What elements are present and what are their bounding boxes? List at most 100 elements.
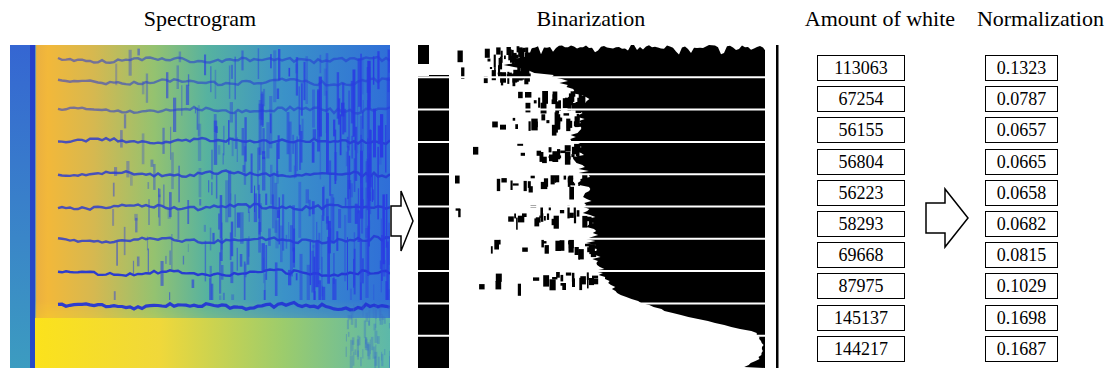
- spectral-streak: [381, 219, 382, 293]
- black-speckle: [565, 152, 571, 165]
- black-speckle: [513, 70, 519, 82]
- spectral-streak: [262, 243, 265, 271]
- spectral-streak: [259, 147, 261, 170]
- cell-text-measure: 0.1687: [997, 339, 1047, 359]
- spectral-streak: [171, 152, 174, 189]
- spectrogram-left-strip: [10, 45, 35, 368]
- spectral-streak: [312, 142, 315, 163]
- spectral-streak: [377, 51, 379, 89]
- spectral-streak: [298, 182, 301, 238]
- cell-text-measure: 0.1323: [997, 58, 1047, 78]
- spectral-streak: [348, 315, 350, 320]
- black-speckle: [538, 98, 540, 108]
- spectral-streak: [341, 103, 344, 117]
- spectral-streak: [129, 50, 132, 76]
- black-speckle: [473, 147, 478, 155]
- black-speckle: [551, 175, 555, 185]
- black-speckle: [561, 275, 564, 282]
- spectral-streak: [286, 235, 288, 249]
- black-speckle: [575, 247, 579, 255]
- spectral-streak: [346, 347, 347, 357]
- spectral-streak: [385, 281, 387, 300]
- black-speckle: [513, 183, 519, 185]
- spectral-streak: [228, 171, 231, 218]
- spectral-streak: [373, 307, 375, 318]
- spectral-streak: [264, 274, 265, 300]
- harmonic-line: [58, 303, 390, 310]
- black-speckle: [508, 216, 514, 221]
- spectral-streak: [334, 152, 337, 181]
- black-speckle: [565, 98, 570, 106]
- spectral-streak: [389, 323, 390, 328]
- spectral-streak: [223, 126, 225, 156]
- spectral-streak: [166, 72, 168, 98]
- spectral-streak: [367, 138, 368, 163]
- spectral-streak: [331, 194, 334, 244]
- table-cell: 58293: [817, 211, 905, 237]
- black-speckle: [528, 181, 531, 188]
- black-speckle: [566, 119, 570, 132]
- spectral-streak: [265, 194, 267, 205]
- spectral-streak: [169, 292, 170, 300]
- spectral-streak: [289, 68, 291, 77]
- row-separators: [418, 77, 765, 335]
- black-speckle: [575, 116, 580, 127]
- black-speckle: [550, 279, 556, 290]
- black-speckle: [556, 271, 560, 277]
- spectral-streak: [142, 81, 145, 94]
- spectral-streak: [173, 98, 176, 132]
- spectral-streak: [357, 210, 360, 242]
- spectral-streak: [386, 194, 388, 248]
- table-cell: 67254: [817, 86, 905, 112]
- spectral-streak: [354, 249, 356, 295]
- black-speckle: [521, 153, 525, 156]
- cell-text-measure: 113063: [834, 58, 887, 78]
- white-gap: [429, 45, 449, 75]
- row-separator: [418, 173, 765, 175]
- spectral-streak: [199, 168, 202, 197]
- black-speckle: [569, 213, 574, 218]
- spectral-streak: [235, 113, 237, 149]
- spectral-streak: [199, 199, 201, 206]
- spectrogram-ground: [10, 45, 390, 368]
- black-speckle: [541, 103, 547, 114]
- spectral-streak: [243, 165, 245, 172]
- black-speckle: [540, 206, 543, 217]
- spectral-streak: [388, 50, 390, 73]
- spectral-streak: [360, 283, 361, 301]
- black-speckle: [582, 216, 587, 228]
- cell-text-measure: 0.0787: [997, 89, 1047, 109]
- row-separator: [418, 206, 765, 208]
- table-cell: 0.0665: [985, 149, 1058, 175]
- spectral-streak: [223, 293, 225, 300]
- spectral-streak: [277, 89, 279, 100]
- cell-text-measure: 0.0657: [997, 120, 1047, 140]
- black-speckle: [560, 151, 565, 154]
- harmonic-line: [58, 78, 390, 85]
- spectral-streak: [177, 65, 180, 89]
- spectral-streak: [384, 349, 385, 355]
- spectral-streak: [317, 89, 320, 151]
- spectral-streak: [318, 280, 321, 300]
- black-speckle: [571, 154, 574, 157]
- spectral-streak: [120, 130, 123, 148]
- black-speckle: [557, 118, 563, 122]
- spectral-streak: [301, 83, 303, 116]
- spectral-streak: [363, 302, 364, 317]
- spectral-streak: [299, 86, 300, 135]
- black-speckle: [571, 91, 576, 96]
- black-speckle: [558, 155, 561, 158]
- spectral-streak: [369, 130, 372, 187]
- spectral-streak: [276, 171, 279, 184]
- spectrogram-low-band: [35, 300, 390, 368]
- spectral-streak: [212, 233, 214, 244]
- spectral-streak: [221, 265, 223, 280]
- spectral-streak: [312, 215, 314, 248]
- spectral-streak: [181, 85, 182, 116]
- black-speckle: [572, 273, 575, 282]
- black-speckle: [560, 240, 565, 251]
- spectral-streak: [230, 102, 233, 122]
- spectral-streak: [209, 278, 211, 300]
- black-speckle: [569, 240, 574, 253]
